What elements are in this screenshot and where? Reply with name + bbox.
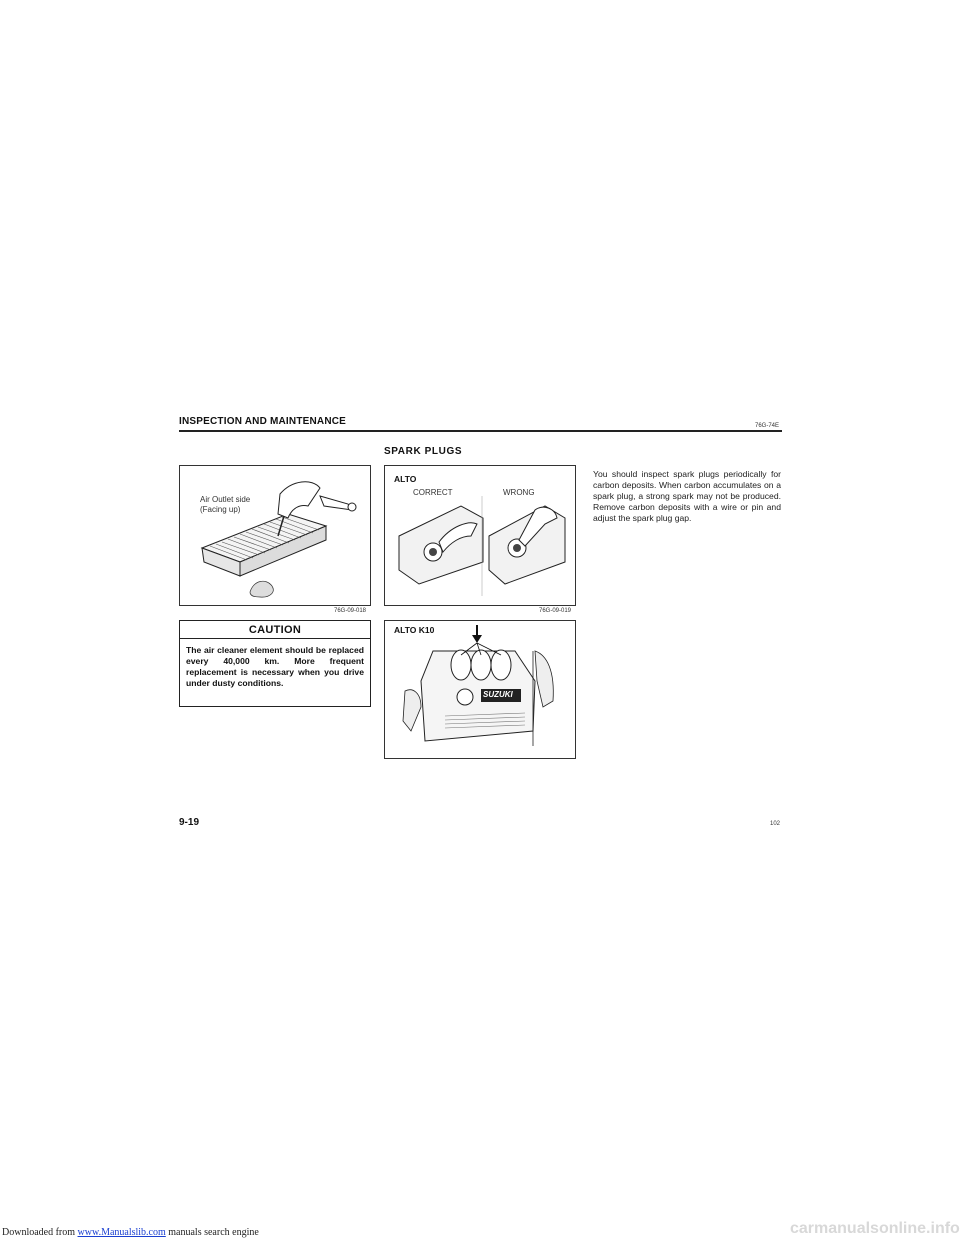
alto-k10-engine-figure: ALTO K10 SUZUKI <box>384 620 576 759</box>
caution-box: CAUTION The air cleaner element should b… <box>179 620 371 707</box>
page-number: 9-19 <box>179 817 200 828</box>
watermark-text: carmanualsonline.info <box>790 1220 960 1237</box>
alto-k10-model-label: ALTO K10 <box>394 625 435 635</box>
spark-plugs-instructions: You should inspect spark plugs periodica… <box>593 469 781 523</box>
air-cleaner-illustration <box>200 481 357 598</box>
sheet-number: 102 <box>770 821 781 827</box>
alto-model-label: ALTO <box>394 474 417 484</box>
spark-plug-removal-figure: ALTO CORRECT WRONG <box>384 465 576 606</box>
caution-divider <box>180 638 370 639</box>
engine-illustration <box>402 625 554 746</box>
air-outlet-label: Air Outlet side <box>200 495 251 504</box>
air-cleaner-figure: Air Outlet side (Facing up) <box>179 465 371 606</box>
header-divider <box>179 430 782 432</box>
facing-up-label: (Facing up) <box>200 505 241 514</box>
section-header-title: INSPECTION AND MAINTENANCE <box>179 416 347 427</box>
figure1-code: 76G-09-018 <box>334 608 367 614</box>
caution-text: The air cleaner element should be replac… <box>186 645 364 688</box>
header-code: 76G-74E <box>755 423 780 429</box>
footer-prefix: Downloaded from <box>2 1227 76 1238</box>
manualslib-link[interactable]: www.Manualslib.com <box>77 1227 166 1238</box>
spark-plug-illustration <box>398 496 566 596</box>
suzuki-logo-text: SUZUKI <box>483 690 513 699</box>
wrong-label: WRONG <box>503 488 535 497</box>
spark-plugs-title: SPARK PLUGS <box>384 446 463 457</box>
caution-heading: CAUTION <box>248 624 302 636</box>
figure2-code: 76G-09-019 <box>539 608 572 614</box>
correct-label: CORRECT <box>413 488 453 497</box>
download-footer: Downloaded from www.Manualslib.com manua… <box>2 1227 259 1238</box>
footer-suffix: manuals search engine <box>168 1227 259 1238</box>
